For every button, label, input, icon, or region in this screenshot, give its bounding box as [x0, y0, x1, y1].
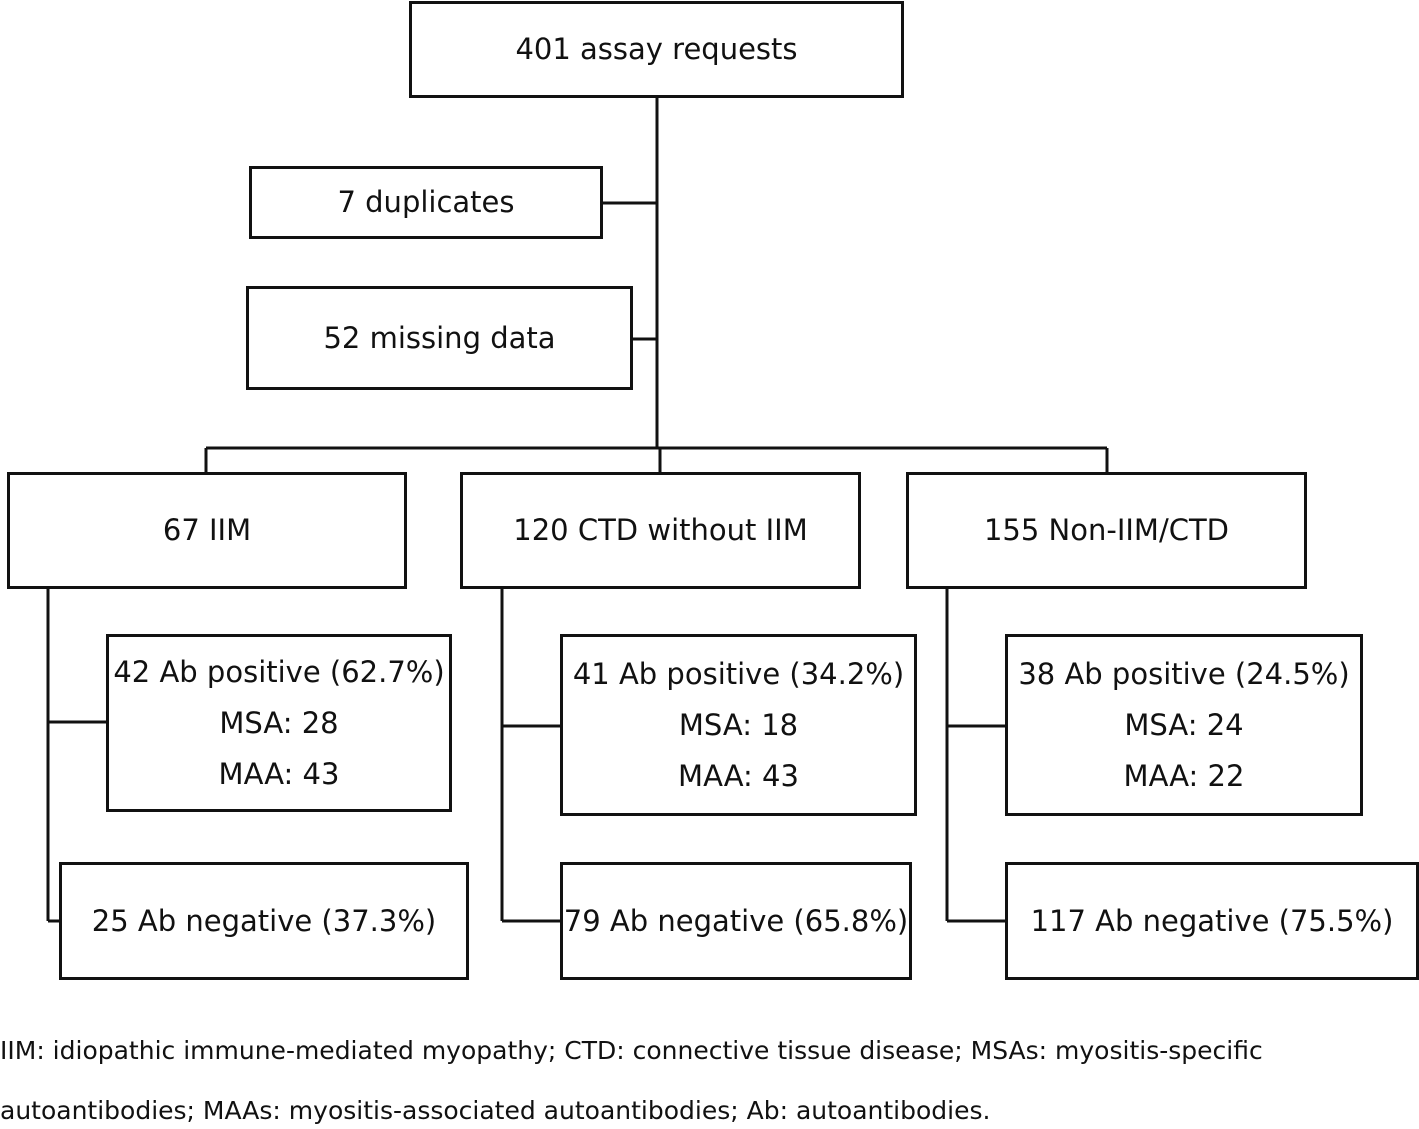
positive-label: 38 Ab positive (24.5%)	[1018, 656, 1350, 691]
box-ctd-positive: 41 Ab positive (34.2%) MSA: 18 MAA: 43	[560, 634, 917, 816]
group-title: 67 IIM	[162, 513, 252, 547]
box-group-ctd: 120 CTD without IIM	[460, 472, 861, 589]
msa-count: MSA: 18	[678, 707, 799, 742]
box-non-iim-ctd-positive: 38 Ab positive (24.5%) MSA: 24 MAA: 22	[1005, 634, 1363, 816]
negative-label: 117 Ab negative (75.5%)	[1030, 903, 1394, 938]
box-duplicates: 7 duplicates	[249, 166, 603, 239]
group-title: 120 CTD without IIM	[513, 513, 808, 547]
box-duplicates-label: 7 duplicates	[337, 185, 515, 219]
msa-count: MSA: 24	[1124, 707, 1244, 742]
box-iim-negative: 25 Ab negative (37.3%)	[59, 862, 469, 980]
positive-label: 41 Ab positive (34.2%)	[572, 656, 905, 691]
maa-count: MAA: 43	[218, 756, 340, 791]
box-ctd-negative: 79 Ab negative (65.8%)	[560, 862, 912, 980]
box-iim-positive: 42 Ab positive (62.7%) MSA: 28 MAA: 43	[106, 634, 452, 812]
maa-count: MAA: 43	[678, 758, 799, 793]
box-missing-data: 52 missing data	[246, 286, 633, 390]
footnote-line-2: autoantibodies; MAAs: myositis-associate…	[0, 1096, 991, 1125]
footnote-line-1: IIM: idiopathic immune-mediated myopathy…	[0, 1036, 1263, 1065]
group-title: 155 Non-IIM/CTD	[983, 513, 1230, 547]
box-non-iim-ctd-negative: 117 Ab negative (75.5%)	[1005, 862, 1419, 980]
maa-count: MAA: 22	[1123, 758, 1245, 793]
negative-label: 25 Ab negative (37.3%)	[91, 903, 437, 938]
msa-count: MSA: 28	[219, 705, 339, 740]
positive-label: 42 Ab positive (62.7%)	[113, 654, 445, 689]
box-group-non-iim-ctd: 155 Non-IIM/CTD	[906, 472, 1307, 589]
box-assay-requests-label: 401 assay requests	[515, 32, 798, 66]
box-missing-data-label: 52 missing data	[323, 320, 556, 355]
box-assay-requests: 401 assay requests	[409, 1, 904, 98]
negative-label: 79 Ab negative (65.8%)	[563, 903, 909, 938]
box-group-iim: 67 IIM	[7, 472, 407, 589]
